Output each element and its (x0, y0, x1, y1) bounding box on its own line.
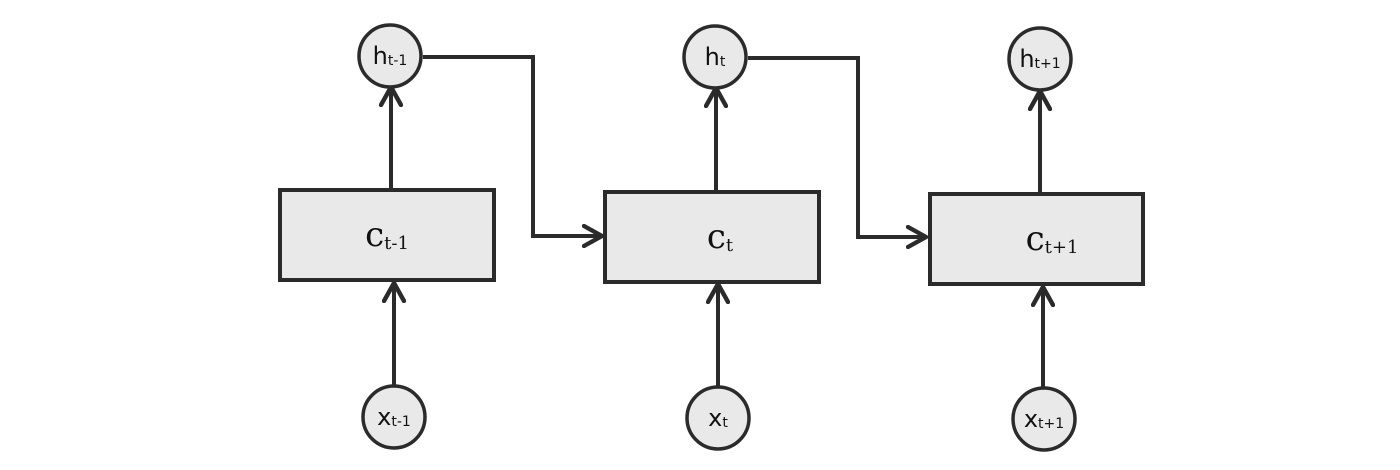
recurrent-arrow-1 (423, 55, 602, 236)
cell-box-3 (928, 192, 1145, 286)
input-node-1 (361, 384, 427, 450)
output-node-3 (1007, 26, 1073, 92)
input-label-1: xt-1 (377, 403, 411, 431)
rnn-cell-1: ct-1 xt-1 ht-1 (278, 23, 496, 450)
output-label-1: ht-1 (373, 42, 408, 70)
rnn-cell-2: ct xt ht (603, 24, 821, 451)
output-node-1 (357, 23, 423, 89)
cell-box-2 (603, 190, 821, 284)
input-label-2: xt (708, 404, 728, 432)
input-node-2 (685, 385, 751, 451)
recurrent-arrow-2 (748, 56, 926, 237)
output-label-3: ht+1 (1019, 45, 1060, 73)
input-node-3 (1011, 386, 1077, 452)
cell-label-3: ct+1 (1026, 219, 1079, 259)
input-label-3: xt+1 (1024, 405, 1064, 433)
output-label-2: ht (705, 43, 726, 71)
cell-box-1 (278, 188, 496, 282)
rnn-cell-3: ct+1 xt+1 ht+1 (928, 26, 1145, 452)
output-node-2 (682, 24, 748, 90)
cell-label-2: ct (707, 217, 734, 257)
cell-label-1: ct-1 (365, 215, 409, 255)
